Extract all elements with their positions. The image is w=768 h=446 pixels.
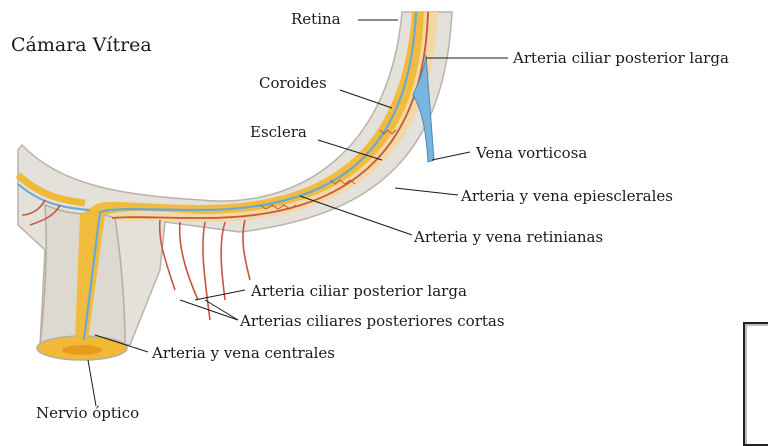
label-arterias-ciliares-posteriores-cortas: Arterias ciliares posteriores cortas xyxy=(240,314,505,329)
label-arteria-vena-retinianas: Arteria y vena retinianas xyxy=(414,230,603,245)
label-nervio-optico: Nervio óptico xyxy=(36,406,139,421)
optic-nerve-core xyxy=(62,345,102,355)
corner-frame-edge xyxy=(743,322,768,446)
label-arteria-vena-centrales: Arteria y vena centrales xyxy=(152,346,335,361)
label-esclera: Esclera xyxy=(250,125,307,140)
label-vena-vorticosa: Vena vorticosa xyxy=(476,146,587,161)
label-arteria-ciliar-posterior-larga-top: Arteria ciliar posterior larga xyxy=(513,51,729,66)
label-arteria-ciliar-posterior-larga-bottom: Arteria ciliar posterior larga xyxy=(251,284,467,299)
diagram-title: Cámara Vítrea xyxy=(11,36,152,55)
label-arteria-vena-epiesclerales: Arteria y vena epiesclerales xyxy=(461,189,673,204)
label-coroides: Coroides xyxy=(259,76,327,91)
label-retina: Retina xyxy=(291,12,341,27)
eye-cross-section-diagram: Cámara Vítrea Retina Arteria ciliar post… xyxy=(0,0,768,427)
